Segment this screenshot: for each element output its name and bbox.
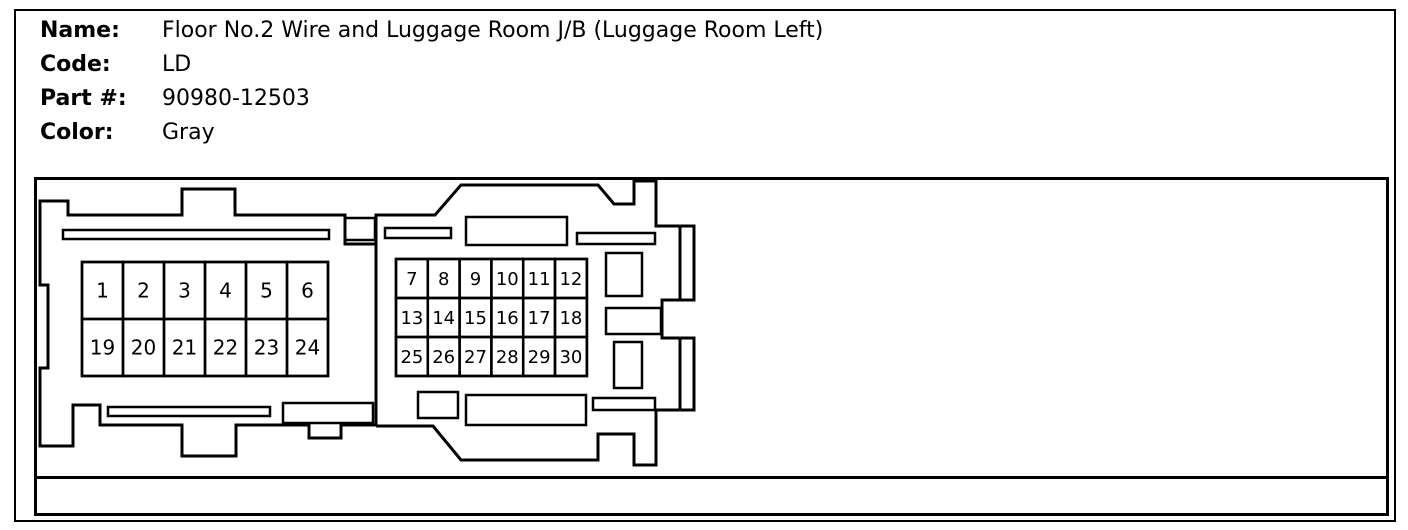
- bottom-center-slot: [464, 393, 588, 427]
- right-housing-outline: [374, 179, 682, 467]
- name-value: Floor No.2 Wire and Luggage Room J/B (Lu…: [162, 18, 824, 43]
- pin-label-25: 25: [400, 347, 423, 368]
- name-label: Name:: [40, 18, 120, 43]
- right-square-2: [604, 306, 663, 336]
- left-housing-outline: [38, 187, 378, 458]
- center-square-key: [343, 216, 377, 242]
- pin-label-21: 21: [172, 336, 197, 360]
- pin-label-14: 14: [432, 308, 455, 329]
- bottom-small-slot: [281, 401, 375, 425]
- pin-label-3: 3: [178, 279, 191, 303]
- color-label: Color:: [40, 120, 114, 145]
- pin-label-28: 28: [496, 347, 519, 368]
- pin-label-4: 4: [219, 279, 232, 303]
- pin-label-6: 6: [301, 279, 314, 303]
- pin-label-27: 27: [464, 347, 487, 368]
- pin-cell-30: [553, 335, 589, 378]
- pin-label-2: 2: [137, 279, 150, 303]
- top-center-rail: [383, 226, 453, 240]
- pin-label-12: 12: [559, 269, 582, 290]
- bottom-left-rail: [106, 405, 272, 418]
- top-right-hook: [575, 231, 657, 246]
- code-label: Code:: [40, 52, 111, 77]
- pin-cell-24: [285, 317, 330, 378]
- part-label: Part #:: [40, 86, 127, 111]
- pin-label-23: 23: [254, 336, 279, 360]
- pin-label-26: 26: [432, 347, 455, 368]
- pin-label-9: 9: [470, 269, 481, 290]
- code-value: LD: [162, 52, 192, 77]
- pin-label-16: 16: [496, 308, 519, 329]
- pin-label-19: 19: [90, 336, 115, 360]
- right-square-3: [612, 340, 644, 390]
- pin-label-22: 22: [213, 336, 238, 360]
- part-value: 90980-12503: [162, 86, 310, 111]
- right-latch: [680, 224, 696, 412]
- color-value: Gray: [162, 120, 215, 145]
- pin-label-7: 7: [406, 269, 417, 290]
- pin-label-10: 10: [496, 269, 519, 290]
- connector-info-frame: [14, 9, 1396, 522]
- pin-label-1: 1: [96, 279, 109, 303]
- bottom-center-square: [416, 390, 460, 420]
- connector-diagram-box: [34, 177, 1389, 479]
- bottom-right-hook: [591, 396, 657, 412]
- pin-label-20: 20: [131, 336, 156, 360]
- top-center-slot: [464, 215, 569, 247]
- pin-label-15: 15: [464, 308, 487, 329]
- right-square-1: [604, 251, 644, 298]
- pin-label-30: 30: [559, 347, 582, 368]
- pin-label-18: 18: [559, 308, 582, 329]
- pin-label-29: 29: [528, 347, 551, 368]
- pin-label-24: 24: [295, 336, 320, 360]
- pin-label-13: 13: [400, 308, 423, 329]
- top-left-rail: [61, 228, 331, 241]
- pin-label-8: 8: [438, 269, 449, 290]
- diagram-bottom-strip: [34, 479, 1389, 516]
- pin-label-17: 17: [528, 308, 551, 329]
- pin-label-11: 11: [528, 269, 551, 290]
- pin-label-5: 5: [260, 279, 273, 303]
